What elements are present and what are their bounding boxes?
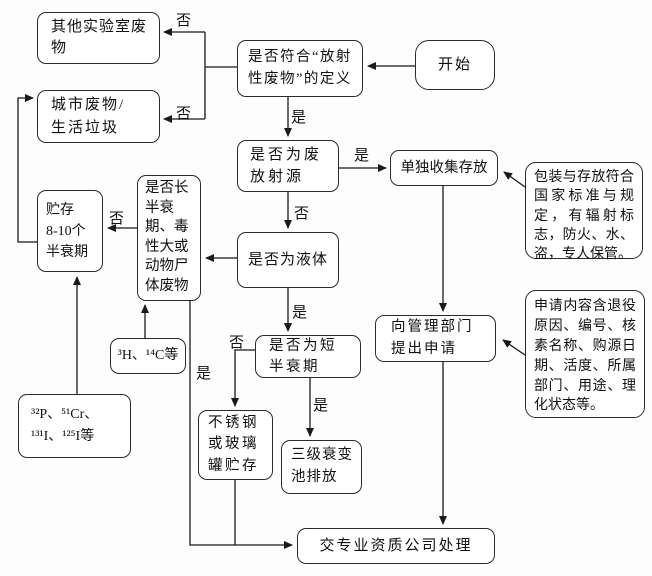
edge-label-yes-source-to-separate: 是	[354, 148, 370, 164]
edge-label-no-to-otherlab: 否	[176, 13, 192, 29]
edge-packnote-to-separate	[503, 171, 526, 188]
node-qualified-company-disposal: 交专业资质公司处理	[297, 528, 495, 564]
edge-decaystore-to-urban	[17, 94, 37, 243]
node-liquid-question: 是否为液体	[237, 232, 339, 288]
node-long-halflife-question: 是否长 半衰 期、毒 性大或 动物尸 体废物	[137, 175, 201, 301]
edge-label-yes-long-to-company: 是	[196, 366, 212, 382]
node-other-lab-waste: 其他实验室废物	[37, 12, 160, 64]
node-waste-radiation-source-question: 是否为废 放射源	[237, 140, 339, 192]
node-decay-storage-8-10-halflives: 贮存 8-10个 半衰期	[37, 190, 103, 272]
node-isotopes-h3-c14: ³H、¹⁴C等	[110, 338, 186, 374]
node-start: 开始	[415, 40, 495, 90]
node-decay-pool-discharge: 三级衰变 池排放	[281, 440, 362, 494]
node-steel-glass-tank-storage: 不锈钢 或玻璃 罐贮存	[198, 410, 273, 480]
edge-shortq-no-to-steel	[231, 349, 255, 407]
edge-def-no-junction	[204, 32, 237, 119]
node-separate-collection-storage: 单独收集存放	[390, 150, 498, 186]
edge-label-yes-liquid-to-shortq: 是	[292, 305, 308, 321]
note-packaging-standards: 包装与存放符合国家标准与规定，有辐射标志，防火、水、盗，专人保管。	[525, 162, 643, 262]
edge-label-no-long-to-decaystore: 否	[109, 211, 125, 227]
node-short-halflife-question: 是否为短 半衰期	[255, 335, 361, 378]
edge-label-no-short-to-steel: 否	[229, 335, 245, 351]
node-radioactive-waste-definition-question: 是否符合“放射 性废物”的定义	[237, 40, 363, 97]
edge-label-no-to-urban: 否	[176, 106, 192, 122]
note-application-contents: 申请内容含退役原因、编号、核素名称、购源日期、活度、所属部门、用途、理化状态等。	[525, 290, 645, 418]
node-isotopes-p32-cr51-i131-i125: ³²P、⁵¹Cr、 ¹³¹I、¹²⁵I等	[18, 394, 131, 458]
edge-label-yes-short-to-pool: 是	[313, 398, 329, 414]
node-apply-to-management-dept: 向管理部门 提出申请	[375, 315, 496, 362]
node-urban-waste: 城市废物/ 生活垃圾	[37, 90, 160, 143]
edge-applynote-to-apply	[502, 339, 526, 356]
edge-label-no-source-to-liquid: 否	[294, 206, 310, 222]
edge-label-yes-def-to-source: 是	[291, 110, 307, 126]
